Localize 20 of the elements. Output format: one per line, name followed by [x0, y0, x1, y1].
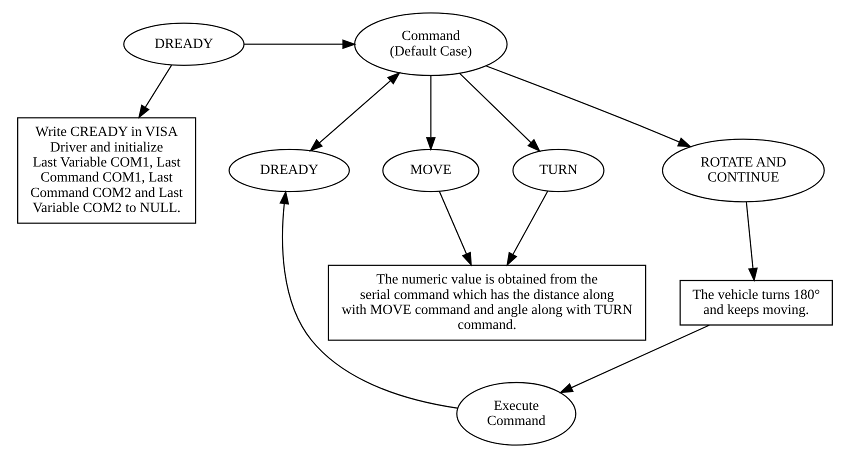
arrow: [558, 324, 710, 394]
node-ellipse: DREADY: [228, 148, 350, 192]
arrow: [308, 72, 400, 152]
node-box: The vehicle turns 180° and keeps moving.: [679, 280, 832, 326]
arrow: [438, 191, 472, 266]
node-box: The numeric value is obtained from the serial command which has the distance along with MOVE command and angle along with TURN command.: [327, 264, 646, 341]
arrow: [138, 65, 172, 119]
node-ellipse: TURN: [512, 148, 604, 192]
arrow: [745, 202, 758, 282]
arrow: [278, 190, 457, 409]
arrow: [486, 65, 692, 148]
node-ellipse: ROTATE AND CONTINUE: [661, 138, 824, 202]
arrow: [458, 73, 540, 152]
node-ellipse: DREADY: [122, 22, 244, 66]
arrow: [425, 76, 436, 152]
arrow: [506, 191, 548, 266]
node-box: Write CREADY in VISA Driver and initialize Last Variable COM1, Last Command COM1, Last Command COM2 and Last Variable COM2 to NULL.: [16, 117, 196, 224]
node-ellipse: MOVE: [382, 148, 479, 192]
arrow: [244, 39, 356, 50]
node-ellipse: Command (Default Case): [354, 12, 508, 76]
